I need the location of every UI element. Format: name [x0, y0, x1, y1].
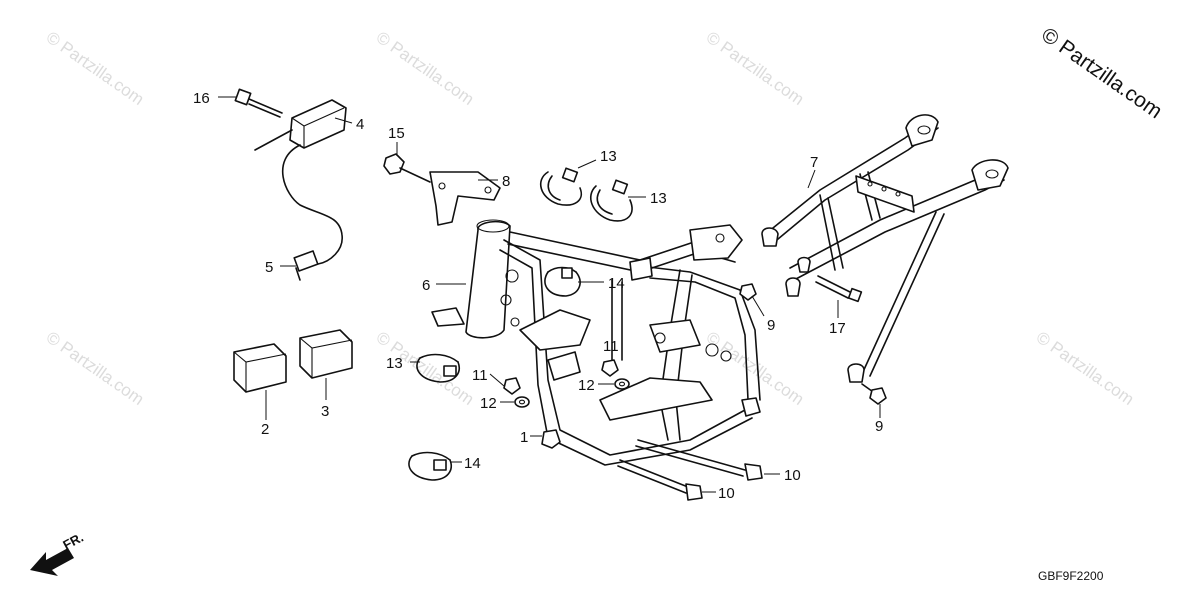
- watermark: © Partzilla.com: [43, 28, 148, 109]
- callout-13: 13: [600, 148, 617, 165]
- band-13-left[interactable]: [416, 353, 460, 383]
- brand-text: © Partzilla.com: [1037, 23, 1166, 123]
- callout-8: 8: [502, 173, 510, 190]
- callout-9: 9: [875, 418, 883, 435]
- callout-9: 9: [767, 317, 775, 334]
- bolt-17[interactable]: [815, 275, 863, 303]
- callout-6: 6: [422, 277, 430, 294]
- direction-label: FR.: [60, 530, 86, 553]
- callout-16: 16: [193, 90, 210, 107]
- callout-3: 3: [321, 403, 329, 420]
- band-13-top[interactable]: [539, 167, 582, 206]
- washer-12-left[interactable]: [514, 396, 530, 408]
- bolt-9-lower[interactable]: [861, 383, 887, 405]
- callout-2: 2: [261, 421, 269, 438]
- callout-7: 7: [810, 154, 818, 171]
- front-direction-arrow: FR.: [30, 530, 86, 576]
- bolt-10-b[interactable]: [617, 459, 703, 501]
- watermark: © Partzilla.com: [43, 328, 148, 409]
- watermarks: © Partzilla.com © Partzilla.com © Partzi…: [43, 28, 1138, 409]
- callout-4: 4: [356, 116, 364, 133]
- callout-13: 13: [386, 355, 403, 372]
- callout-10: 10: [784, 467, 801, 484]
- box-2[interactable]: [233, 343, 287, 393]
- diagram-code: GBF9F2200: [1038, 569, 1104, 583]
- nut-11-left[interactable]: [503, 377, 521, 395]
- callouts: 16 4 15 8 13 13 7 5 6 14 9 17 13 11 11 1…: [193, 90, 883, 502]
- callout-15: 15: [388, 125, 405, 142]
- watermark: © Partzilla.com: [703, 28, 808, 109]
- box-3[interactable]: [299, 329, 353, 379]
- leader-lines: [218, 96, 881, 493]
- callout-17: 17: [829, 320, 846, 337]
- callout-12: 12: [480, 395, 497, 412]
- callout-14: 14: [608, 275, 625, 292]
- callout-13: 13: [650, 190, 667, 207]
- watermark: © Partzilla.com: [1033, 328, 1138, 409]
- rear-subframe[interactable]: [761, 114, 1009, 383]
- callout-10: 10: [718, 485, 735, 502]
- callout-12: 12: [578, 377, 595, 394]
- callout-1: 1: [520, 429, 528, 446]
- band-14-frame[interactable]: [544, 266, 581, 297]
- bolt-15[interactable]: [383, 153, 431, 183]
- watermark: © Partzilla.com: [373, 28, 478, 109]
- main-frame[interactable]: [431, 219, 761, 466]
- bolt-10-a[interactable]: [635, 439, 763, 481]
- nut-11-right[interactable]: [601, 359, 619, 377]
- ignition-coil[interactable]: [254, 99, 347, 281]
- bolt-16[interactable]: [234, 88, 283, 118]
- callout-5: 5: [265, 259, 273, 276]
- nut-1[interactable]: [541, 429, 561, 449]
- callout-11: 11: [472, 367, 488, 384]
- band-13-right[interactable]: [590, 179, 633, 222]
- callout-14: 14: [464, 455, 481, 472]
- bracket-8[interactable]: [429, 171, 501, 226]
- band-14-lower[interactable]: [408, 451, 452, 481]
- washer-12-right[interactable]: [614, 378, 630, 390]
- callout-11: 11: [603, 338, 619, 355]
